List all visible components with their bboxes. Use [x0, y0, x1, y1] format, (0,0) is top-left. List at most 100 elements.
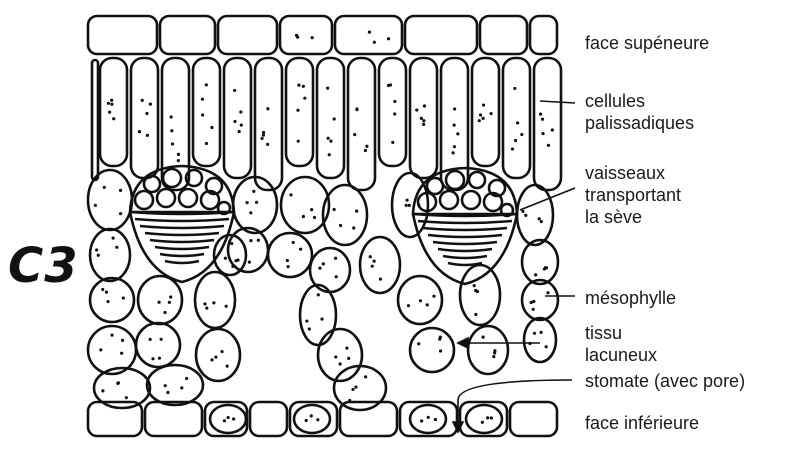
cell-dot — [521, 210, 524, 213]
label-lacunar-line2: lacuneux — [585, 344, 657, 366]
cell-dot — [99, 348, 102, 351]
cell-dot — [364, 375, 367, 378]
cell-dot — [110, 103, 113, 106]
phloem-band — [140, 226, 224, 228]
cell-dot — [233, 89, 236, 92]
cell-dot — [317, 293, 320, 296]
pointer-line — [540, 101, 575, 103]
cell-dot — [534, 273, 537, 276]
cell-dot — [95, 248, 98, 251]
upper-epidermis-cell — [218, 16, 277, 54]
cell-dot — [345, 347, 348, 350]
spongy-mesophyll-cell — [88, 326, 136, 374]
phloem-band — [423, 228, 507, 230]
spongy-mesophyll-cell — [147, 365, 203, 405]
palisade-cell — [224, 58, 251, 178]
cell-dot — [201, 113, 204, 116]
phloem-band — [418, 221, 512, 223]
cell-dot — [320, 318, 323, 321]
cell-dot — [329, 140, 332, 143]
spongy-mesophyll-cell — [233, 177, 277, 233]
cell-dot — [489, 112, 492, 115]
spongy-mesophyll-cell — [522, 280, 558, 320]
spongy-mesophyll-cell — [410, 328, 454, 372]
cell-dot — [453, 107, 456, 110]
cell-dot — [101, 389, 104, 392]
cell-dot — [481, 421, 484, 424]
upper-epidermis-cell — [280, 16, 332, 54]
cell-dot — [107, 102, 110, 105]
label-mesophyll-text: mésophylle — [585, 287, 676, 309]
spongy-mesophyll-cell — [268, 233, 312, 277]
cell-dot — [177, 159, 180, 162]
cell-dot — [108, 111, 111, 114]
xylem-vessel — [163, 169, 181, 187]
cell-dot — [170, 129, 173, 132]
cell-dot — [387, 37, 390, 40]
cell-dot — [353, 133, 356, 136]
guard-cell — [466, 405, 502, 433]
cell-dot — [348, 399, 351, 402]
cell-dot — [125, 396, 128, 399]
phloem-band — [135, 219, 229, 221]
cell-dot — [205, 83, 208, 86]
cell-dot — [532, 300, 535, 303]
cell-dot — [112, 117, 115, 120]
cell-dot — [322, 262, 325, 265]
cell-dot — [249, 239, 252, 242]
cell-dot — [97, 254, 100, 257]
cell-dot — [292, 241, 295, 244]
cell-dot — [168, 301, 171, 304]
cell-dot — [305, 319, 308, 322]
cell-dot — [225, 305, 228, 308]
palisade-cell — [348, 58, 375, 190]
cell-dot — [532, 308, 535, 311]
cell-dot — [205, 306, 208, 309]
label-mesophyll: mésophylle — [585, 287, 676, 309]
cell-dot — [163, 311, 166, 314]
cell-dot — [311, 36, 314, 39]
figure-label: C3 — [8, 238, 79, 294]
cell-dot — [326, 87, 329, 90]
cell-dot — [407, 304, 410, 307]
label-lacunar-tissue: tissu lacuneux — [585, 322, 657, 366]
cell-dot — [328, 153, 331, 156]
cell-dot — [513, 87, 516, 90]
cell-dot — [230, 242, 233, 245]
cell-dot — [101, 288, 104, 291]
cell-dot — [438, 338, 441, 341]
cell-dot — [240, 124, 243, 127]
cell-dot — [171, 142, 174, 145]
cell-dot — [419, 299, 422, 302]
xylem-vessel — [427, 178, 443, 194]
cell-dot — [546, 291, 549, 294]
cell-dot — [303, 97, 306, 100]
palisade-cell — [534, 58, 561, 190]
spongy-mesophyll-cell — [90, 278, 134, 322]
spongy-mesophyll-cell — [517, 185, 553, 245]
cell-dot — [547, 144, 550, 147]
cell-dot — [379, 278, 382, 281]
spongy-mesophyll-cell — [88, 170, 132, 230]
lower-epidermis-cell — [400, 402, 457, 436]
cell-dot — [145, 112, 148, 115]
cell-dot — [224, 257, 227, 260]
cell-dot — [339, 224, 342, 227]
cell-dot — [371, 265, 374, 268]
cell-dot — [493, 351, 496, 354]
upper-epidermis-cell — [88, 16, 157, 54]
arrow-head — [458, 338, 468, 348]
upper-epidermis-cell — [405, 16, 477, 54]
cell-dot — [426, 303, 429, 306]
cell-dot — [212, 301, 215, 304]
cell-dot — [201, 98, 204, 101]
xylem-vessel — [469, 172, 485, 188]
xylem-vessel — [135, 191, 153, 209]
cell-dot — [160, 338, 163, 341]
cell-dot — [434, 418, 437, 421]
cell-dot — [391, 141, 394, 144]
cell-dot — [369, 255, 372, 258]
cell-dot — [289, 193, 292, 196]
label-lower-face: face inférieure — [585, 412, 699, 434]
